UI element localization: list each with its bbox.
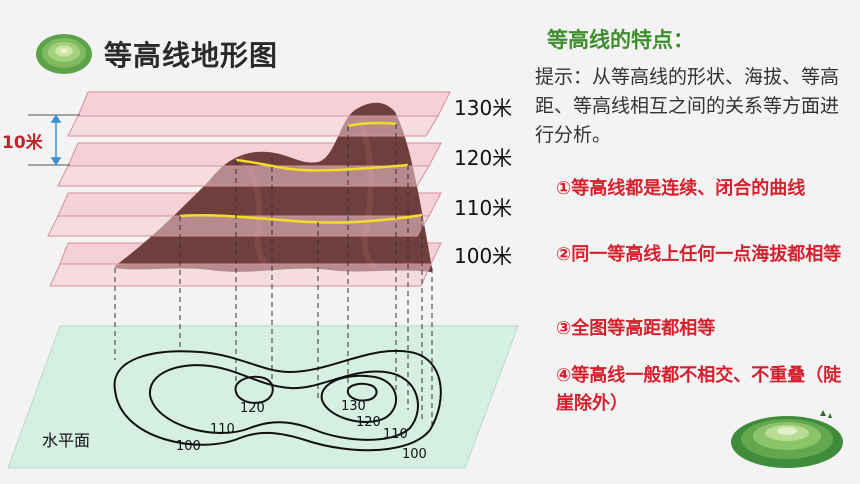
ring-120 [235, 158, 409, 172]
contour-value-label: 110 [210, 422, 235, 437]
contour-value-label: 110 [383, 427, 408, 442]
contour-120-right [320, 374, 398, 423]
horizontal-plane-label: 水平面 [42, 431, 91, 450]
contour-value-label: 120 [240, 401, 265, 416]
contour-120-left [234, 375, 274, 404]
feature-item-4: ④等高线一般都不相交、不重叠（陡崖除外） [556, 365, 842, 414]
features-heading: 等高线的特点： [547, 28, 694, 52]
interval-arrow [50, 114, 62, 166]
interval-label: 10米 [2, 133, 43, 153]
contour-value-label: 130 [341, 399, 366, 414]
level-label-110: 110米 [454, 196, 513, 220]
contour-100 [113, 349, 442, 452]
contour-island-icon [731, 410, 843, 468]
hint-text: 提示：从等高线的形状、海拔、等高距、等高线相互之间的关系等方面进行分析。 [535, 66, 840, 146]
contour-value-label: 100 [402, 447, 427, 462]
plane-130-front [67, 115, 439, 137]
plane-110-front [47, 215, 430, 237]
contour-diagram: 120 110 100 130 120 110 100 [7, 91, 519, 469]
feature-item-3: ③全图等高距都相等 [556, 318, 716, 339]
plane-contours [113, 349, 442, 452]
contour-130 [346, 382, 378, 402]
interval-marker [28, 114, 80, 166]
contour-logo-icon [36, 34, 92, 74]
contour-value-labels: 120 110 100 130 120 110 100 [176, 399, 427, 462]
ring-130 [347, 121, 397, 128]
contour-110 [148, 364, 419, 441]
projection-lines [114, 124, 433, 430]
horizontal-plane [7, 325, 519, 469]
ring-110 [179, 213, 423, 224]
level-label-130: 130米 [454, 96, 513, 120]
page-title: 等高线地形图 [104, 39, 279, 72]
level-label-100: 100米 [454, 244, 513, 268]
contour-value-label: 100 [176, 439, 201, 454]
level-label-120: 120米 [454, 146, 513, 170]
feature-item-1: ①等高线都是连续、闭合的曲线 [556, 178, 806, 199]
plane-100-front [49, 263, 432, 287]
contour-value-label: 120 [356, 415, 381, 430]
feature-item-2: ②同一等高线上任何一点海拔都相等 [556, 244, 842, 265]
